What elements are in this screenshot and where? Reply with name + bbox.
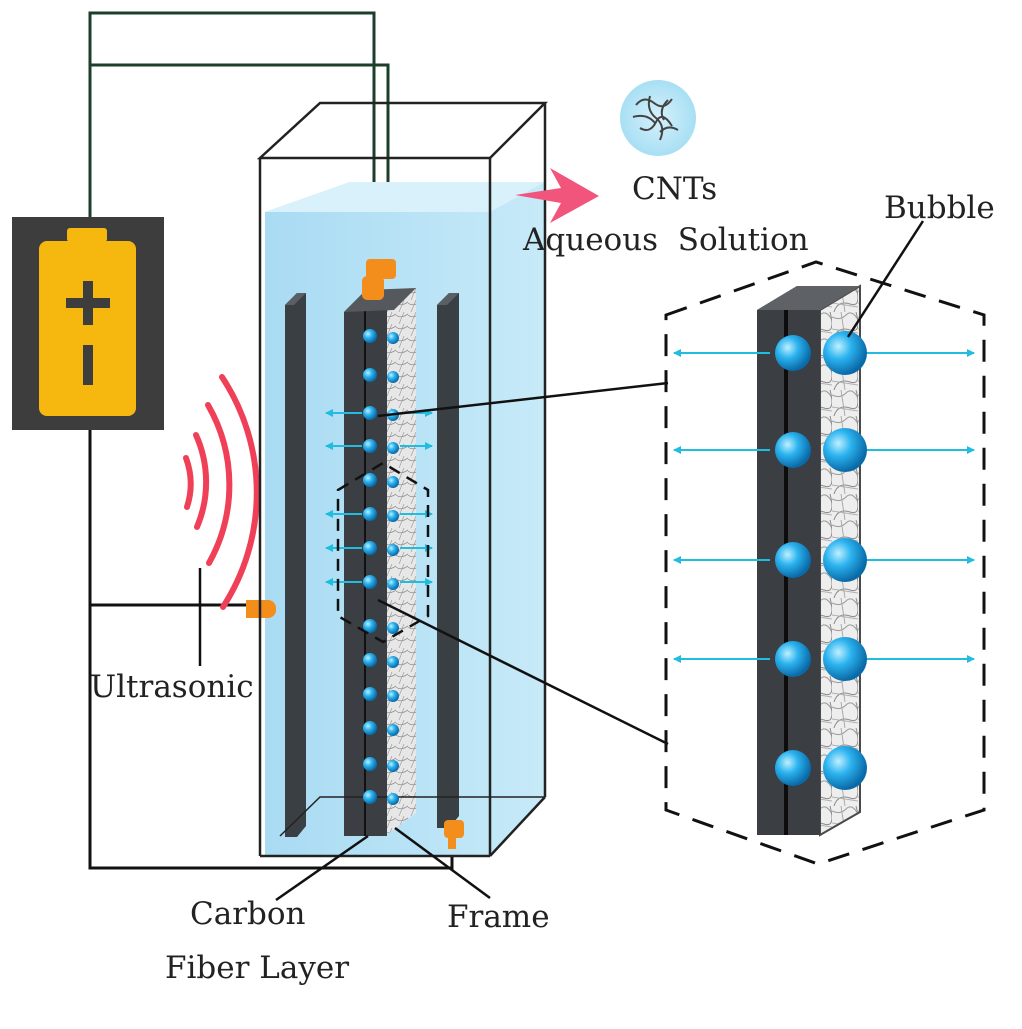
bubble [363, 687, 377, 701]
bubble [363, 406, 377, 420]
cnt-particle-icon [620, 80, 696, 156]
bubble [363, 653, 377, 667]
bubble [363, 368, 377, 382]
frame-leader-line [394, 826, 491, 900]
bubble [387, 371, 399, 383]
bubble [363, 329, 377, 343]
minus-sign [83, 345, 93, 385]
bubble [387, 544, 399, 556]
zoom-line-top [377, 381, 669, 418]
bubble [363, 473, 377, 487]
bubble [823, 428, 867, 472]
bubble [775, 542, 811, 578]
bubble [363, 619, 377, 633]
bubble [775, 641, 811, 677]
zoom-arrows [673, 349, 975, 663]
bubble [363, 757, 377, 771]
bubble [387, 690, 399, 702]
bubble [387, 793, 399, 805]
bubble [387, 656, 399, 668]
label-bubble: Bubble [884, 190, 995, 226]
flow-arrow-icon [515, 168, 599, 223]
ultrasonic-wave-icon [183, 374, 260, 610]
label-cnts: CNTs [632, 171, 717, 207]
bubble [387, 476, 399, 488]
bubble [363, 721, 377, 735]
bubble [823, 331, 867, 375]
connector-top [362, 259, 396, 300]
counter-electrode-right [437, 293, 459, 828]
bubble [387, 622, 399, 634]
bubble [775, 335, 811, 371]
zoom-bubbles [775, 331, 867, 790]
bubble [387, 724, 399, 736]
bubble [775, 750, 811, 786]
tank [246, 101, 549, 858]
bubble [823, 746, 867, 790]
bubble [387, 332, 399, 344]
label-ultrasonic: Ultrasonic [90, 669, 254, 705]
counter-electrode-left [285, 293, 306, 837]
connector-bottom [444, 820, 464, 849]
bubble [363, 541, 377, 555]
battery-icon [12, 217, 164, 430]
label-fiber-layer: Fiber Layer [165, 950, 349, 986]
bubble [363, 439, 377, 453]
label-carbon: Carbon [190, 896, 306, 932]
zoom-panel [664, 260, 986, 866]
bubble [387, 442, 399, 454]
label-frame: Frame [447, 899, 550, 935]
bubble [363, 575, 377, 589]
tank-outline [256, 101, 549, 858]
bubble [823, 538, 867, 582]
bubble [387, 760, 399, 772]
bubble [823, 637, 867, 681]
bubble [387, 578, 399, 590]
bubble [363, 790, 377, 804]
wire-top-outer [88, 11, 376, 262]
zoom-line-bottom [377, 598, 669, 746]
zoom-region-large [664, 260, 986, 866]
bubble [775, 432, 811, 468]
tank-bubbles [363, 329, 399, 805]
bubble-callout-line [846, 220, 925, 338]
label-aqueous-solution: Aqueous Solution [522, 222, 809, 258]
tank-arrows [325, 409, 433, 586]
carbon-leader-line [275, 834, 369, 902]
bubble [363, 507, 377, 521]
bubble [387, 510, 399, 522]
zoom-region-small [336, 461, 430, 644]
carbon-fiber-layer [385, 288, 416, 836]
